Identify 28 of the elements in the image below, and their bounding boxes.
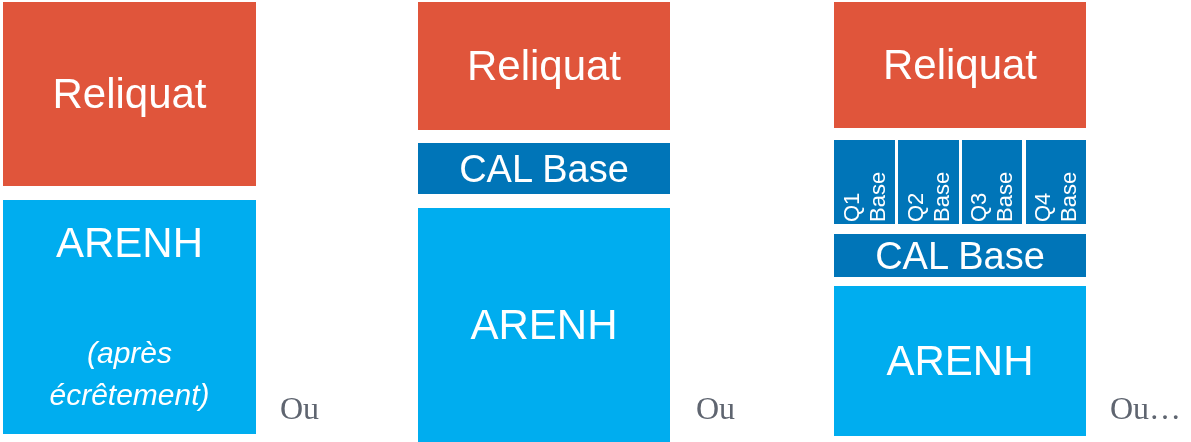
block-box	[418, 208, 670, 442]
quarter-box	[834, 140, 895, 224]
box-title: ARENH	[470, 304, 618, 346]
box-label: Q4 Base	[1030, 170, 1082, 222]
box-label: Q3 Base	[966, 170, 1018, 222]
block-box	[418, 143, 670, 194]
quarter-box	[898, 140, 959, 224]
box-title: ARENH	[56, 222, 203, 264]
block-box	[834, 234, 1086, 277]
quarter-box	[1026, 140, 1086, 224]
block-box	[418, 2, 670, 130]
box-label: Q1 Base	[838, 170, 891, 222]
box-title: Reliquat	[52, 73, 207, 115]
block-box	[3, 2, 256, 186]
or-label: Ou	[280, 392, 320, 424]
block-box	[834, 2, 1086, 128]
quarter-box	[962, 140, 1022, 224]
block-box	[3, 200, 256, 434]
box-label: Q2 Base	[902, 170, 955, 222]
box-note: (après écrêtement)	[48, 335, 211, 413]
or-label: Ou	[696, 392, 736, 424]
box-title: Reliquat	[882, 44, 1038, 86]
box-title: CAL Base	[875, 236, 1045, 275]
box-title: Reliquat	[466, 45, 622, 87]
block-box	[834, 286, 1086, 436]
or-label: Ou…	[1110, 392, 1182, 424]
box-title: ARENH	[886, 340, 1034, 382]
box-title: CAL Base	[459, 149, 629, 188]
